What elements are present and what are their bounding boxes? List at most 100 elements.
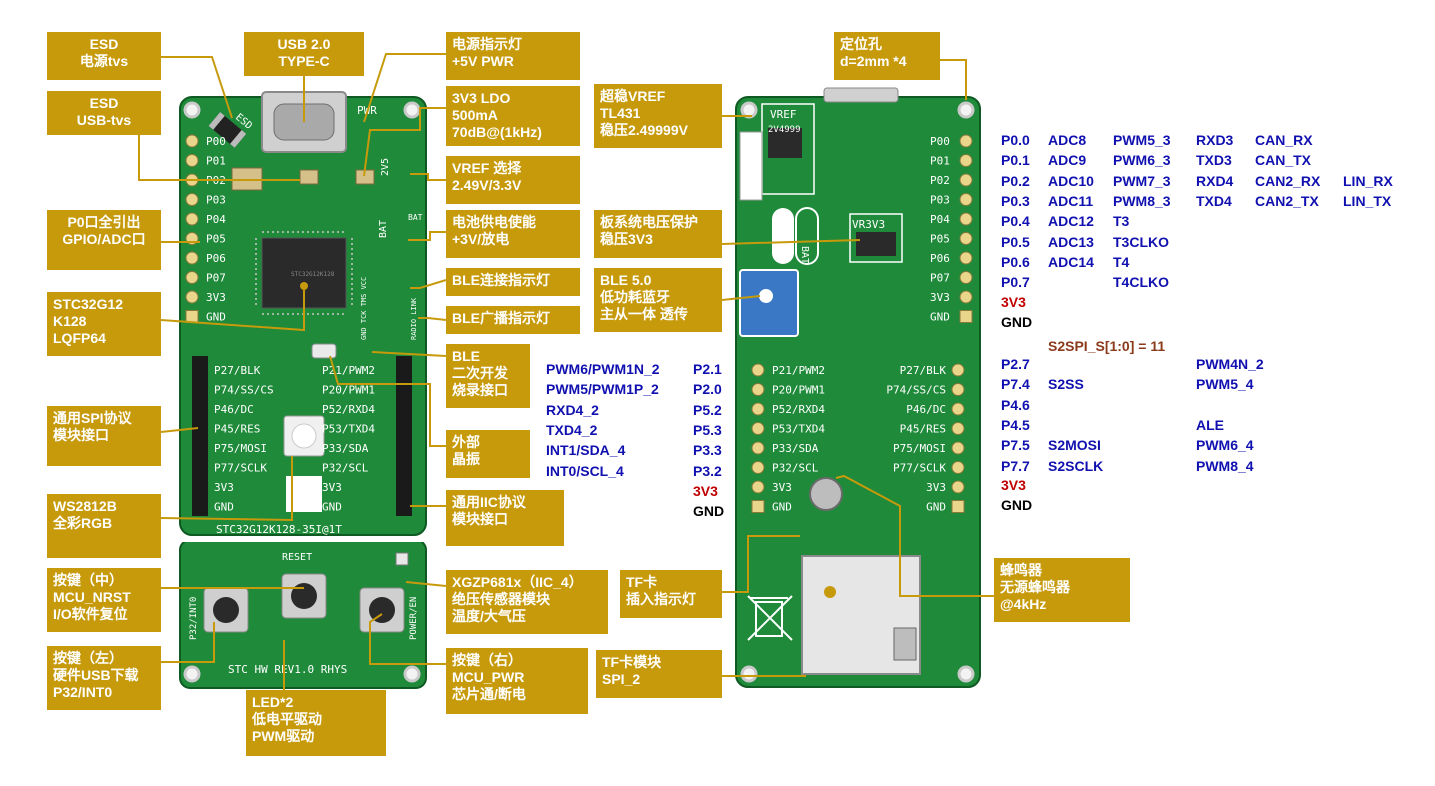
weee-icon <box>747 595 793 641</box>
pin-pad <box>959 154 973 167</box>
p0-cell: P0.4 <box>1001 213 1030 230</box>
silk-front-right-header: P32/SCL <box>322 462 369 475</box>
callout-ws2812b: WS2812B 全彩RGB <box>47 494 161 558</box>
callout-battery: 电池供电使能 +3V/放电 <box>446 210 580 258</box>
silk-reset: RESET <box>282 552 312 563</box>
callout-key-mid: 按键（中） MCU_NRST I/O软件复位 <box>47 568 161 632</box>
pin-pad <box>951 461 965 474</box>
silk-front-p0: P06 <box>206 252 226 265</box>
pin-pad <box>185 310 199 323</box>
pin-pad <box>951 500 965 513</box>
p0-cell: P0.6 <box>1001 253 1030 270</box>
silk-back-left-header: P52/RXD4 <box>772 403 825 416</box>
silk-front-right-header: P53/TXD4 <box>322 423 375 436</box>
middle-pin-name: P3.3 <box>693 442 722 459</box>
left-pin-header <box>192 356 208 516</box>
callout-ldo: 3V3 LDO 500mA 70dB@(1kHz) <box>446 86 580 146</box>
callout-buzzer: 蜂鸣器 无源蜂鸣器 @4kHz <box>994 558 1130 622</box>
pin-pad <box>959 232 973 245</box>
pin-pad <box>751 363 765 377</box>
silk-vref-val: 2V4999 <box>768 125 801 135</box>
silk-back-right-header: P46/DC <box>906 403 946 416</box>
p0-power: GND <box>1001 314 1033 331</box>
pin-pad <box>185 251 199 265</box>
p0-cell: LIN_RX <box>1343 172 1393 189</box>
pin-pad <box>959 193 973 206</box>
pin-pad <box>959 251 973 265</box>
silk-front-left-header: 3V3 <box>214 481 234 494</box>
middle-pin-name: P5.2 <box>693 401 722 418</box>
callout-key-left: 按键（左） 硬件USB下载 P32/INT0 <box>47 646 161 710</box>
p0-cell: TXD4 <box>1196 192 1232 209</box>
spi-cell: S2SS <box>1048 376 1084 393</box>
middle-alt-function: RXD4_2 <box>546 401 599 418</box>
callout-vref-super: 超稳VREF TL431 稳压2.49999V <box>594 84 722 148</box>
mount-hole <box>183 665 201 683</box>
silk-front-left-header: P27/BLK <box>214 364 261 377</box>
mount-hole <box>740 101 758 119</box>
p0-cell: PWM8_3 <box>1113 192 1171 209</box>
silk-chip: STC32G12K128 <box>291 271 335 278</box>
middle-pin-name: P2.1 <box>693 361 722 377</box>
silk-front-p0: P05 <box>206 233 226 246</box>
silk-back-bat: BAT <box>799 246 810 264</box>
silk-front-p0: P03 <box>206 194 226 207</box>
silk-bat: BAT <box>378 220 389 238</box>
middle-alt-function: TXD4_2 <box>546 421 598 438</box>
p0-cell: T4CLKO <box>1113 274 1169 291</box>
silk-bat2: BAT <box>408 213 423 222</box>
back-bat-pad2 <box>795 207 819 265</box>
p0-cell: ADC14 <box>1048 253 1094 270</box>
callout-esd-power: ESD 电源tvs <box>47 32 161 80</box>
p0-cell: T3 <box>1113 213 1130 230</box>
spi-cell: P2.7 <box>1001 356 1030 372</box>
p0-cell: PWM5_3 <box>1113 132 1171 148</box>
p0-cell: ADC8 <box>1048 132 1087 148</box>
pin-pad <box>951 383 965 396</box>
pin-pad <box>959 271 973 284</box>
middle-pin-name: P3.2 <box>693 462 722 479</box>
right-pin-header <box>396 356 412 516</box>
callout-key-right: 按键（右） MCU_PWR 芯片通/断电 <box>446 648 588 714</box>
silk-debug: GND TCK TMS VCC <box>360 277 368 340</box>
p0-cell: T3CLKO <box>1113 233 1169 250</box>
spi-cell: PWM4N_2 <box>1196 356 1264 372</box>
pin-pad <box>951 363 965 377</box>
callout-ble-adv: BLE广播指示灯 <box>446 306 580 334</box>
p0-cell: P0.3 <box>1001 192 1030 209</box>
spi-cell: PWM5_4 <box>1196 376 1254 393</box>
crystal <box>311 343 337 359</box>
silk-back-left-header: P20/PWM1 <box>772 384 825 397</box>
mount-hole <box>957 665 975 683</box>
silk-back-left-header: P32/SCL <box>772 462 819 475</box>
middle-pin-name: GND <box>693 503 725 520</box>
silk-back-left-header: GND <box>772 501 792 514</box>
silk-back-p0: GND <box>930 311 950 324</box>
back-usb-edge <box>823 87 899 103</box>
p0-cell: ADC9 <box>1048 152 1087 169</box>
p0-cell: LIN_TX <box>1343 192 1392 209</box>
callout-board-protect: 板系统电压保护 稳压3V3 <box>594 210 722 258</box>
silk-back-left-header: P33/SDA <box>772 442 819 455</box>
pin-pad <box>185 134 199 148</box>
silk-front-p0: P07 <box>206 272 226 285</box>
middle-alt-function: PWM5/PWM1P_2 <box>546 381 659 398</box>
spi-title: S2SPI_S[1:0] = 11 <box>1048 338 1166 354</box>
pin-pad <box>185 212 199 226</box>
callout-ble-conn: BLE连接指示灯 <box>446 268 580 296</box>
esd-diode <box>208 112 247 148</box>
mount-hole <box>403 101 421 119</box>
pin-pad <box>751 422 765 435</box>
p0-cell: T4 <box>1113 253 1130 270</box>
silk-front-p0: 3V3 <box>206 291 226 304</box>
back-board: P00P01P02P03P04P05P06P073V3GNDP21/PWM2P2… <box>735 87 981 688</box>
silk-back-left-header: P53/TXD4 <box>772 423 825 436</box>
silk-back-right-header: 3V3 <box>926 481 946 494</box>
silk-front-left-header: GND <box>214 501 234 514</box>
pin-pad <box>959 212 973 226</box>
pin-pad <box>751 500 765 513</box>
callout-power-led: 电源指示灯 +5V PWR <box>446 32 580 80</box>
silk-power-en: POWER/EN <box>409 597 419 640</box>
